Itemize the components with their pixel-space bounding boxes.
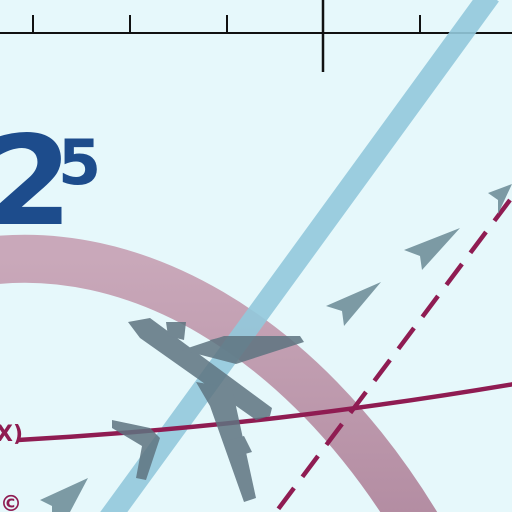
arc-band xyxy=(0,234,438,512)
corridor-band xyxy=(100,0,499,512)
route-label-left: X) xyxy=(0,422,24,447)
altitude-major-label: 2 xyxy=(0,110,73,254)
altitude-minor-label: 5 xyxy=(58,126,102,199)
scale-bar xyxy=(0,0,512,72)
airway-line-dashed xyxy=(273,198,512,512)
airway-line-solid xyxy=(17,382,512,443)
route-label-bottom: © xyxy=(0,492,22,512)
airplane-icon xyxy=(112,318,304,502)
chevron-arrow-icon xyxy=(40,184,512,512)
